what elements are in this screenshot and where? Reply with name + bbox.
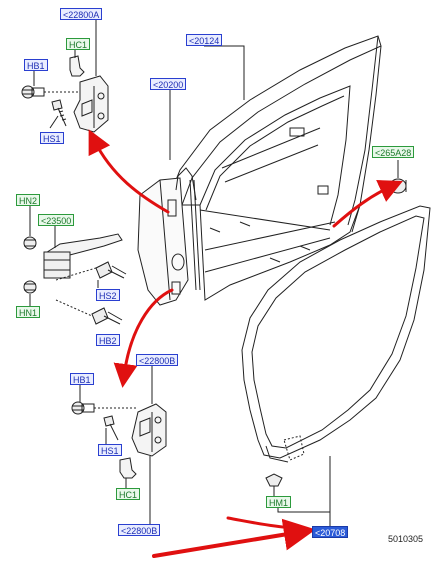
annotation-arrow-to-seal-label — [152, 518, 316, 558]
label-hs2[interactable]: HS2 — [96, 289, 120, 301]
label-hc1-top[interactable]: HC1 — [66, 38, 91, 50]
top-hinge-group — [21, 18, 109, 133]
label-20124[interactable]: <20124 — [186, 34, 223, 46]
label-265a28[interactable]: <265A28 — [372, 146, 415, 158]
arrow-door-to-top-hinge — [88, 129, 170, 214]
label-23500[interactable]: <23500 — [38, 214, 75, 226]
label-22800b-bottom[interactable]: <22800B — [118, 524, 161, 536]
label-22800a[interactable]: <22800A — [60, 8, 103, 20]
arrow-door-to-bottom-hinge — [113, 288, 174, 388]
label-leaders — [169, 45, 245, 160]
label-hc1-bottom[interactable]: HC1 — [116, 488, 141, 500]
label-hs1-bottom[interactable]: HS1 — [98, 444, 122, 456]
red-arrows — [88, 129, 403, 558]
label-hb1-top[interactable]: HB1 — [24, 59, 48, 71]
arrow-door-to-bumper — [332, 180, 403, 228]
label-hn2[interactable]: HN2 — [16, 194, 41, 206]
label-hn1[interactable]: HN1 — [16, 306, 41, 318]
door-seal — [241, 160, 431, 526]
label-20708[interactable]: <20708 — [312, 526, 349, 538]
label-hb2[interactable]: HB2 — [96, 334, 120, 346]
diagram-reference-code: 5010305 — [388, 534, 424, 544]
bottom-hinge-group — [71, 366, 167, 524]
door-check-group — [23, 206, 127, 325]
label-hs1-top[interactable]: HS1 — [40, 132, 64, 144]
label-hb1-bottom[interactable]: HB1 — [70, 373, 94, 385]
label-hm1[interactable]: HM1 — [266, 496, 292, 508]
door-assembly — [137, 35, 382, 306]
label-22800b-top[interactable]: <22800B — [136, 354, 179, 366]
label-20200[interactable]: <20200 — [150, 78, 187, 90]
